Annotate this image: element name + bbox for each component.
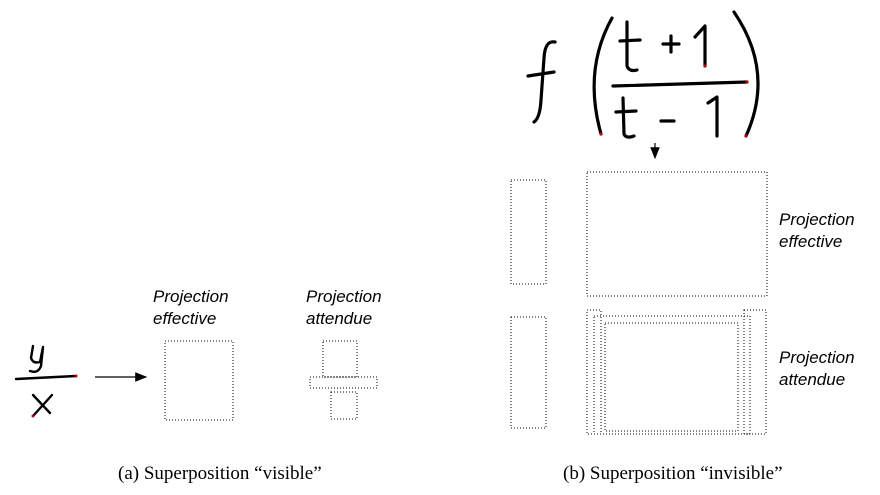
caption-b: (b) Superposition “invisible” [563, 463, 783, 484]
handwritten-y-over-x [14, 344, 78, 418]
handwritten-t-denominator [614, 96, 638, 139]
numerator-box [322, 340, 358, 378]
f-box [510, 316, 547, 429]
handwritten-y [28, 344, 45, 374]
handwritten-plus [661, 34, 681, 54]
stroke-endpoint [31, 414, 35, 418]
fraction-bar-box [309, 376, 378, 389]
label-line: attendue [306, 309, 373, 328]
expected-projection-boxes-a [309, 340, 378, 420]
label-line: Projection [779, 348, 855, 367]
label-expected-projection-b: Projection attendue [779, 347, 855, 391]
fraction-box [604, 322, 739, 432]
handwritten-fraction-bar [14, 374, 78, 381]
handwritten-t-numerator [618, 20, 642, 73]
label-effective-projection-b: Projection effective [779, 209, 855, 253]
effective-projection-boxes-b [510, 171, 768, 297]
stroke-endpoint [744, 134, 748, 138]
fraction-group-box [593, 315, 751, 435]
label-expected-projection-a: Projection attendue [306, 286, 382, 330]
f-box [510, 179, 547, 285]
label-line: Projection [306, 287, 382, 306]
handwritten-one-denominator [706, 95, 719, 138]
label-line: effective [779, 232, 843, 251]
expected-projection-boxes-b [510, 309, 767, 435]
label-line: attendue [779, 370, 846, 389]
effective-projection-box-a [164, 340, 234, 421]
stroke-endpoint [74, 374, 78, 378]
label-line: effective [153, 309, 217, 328]
label-effective-projection-a: Projection effective [153, 286, 229, 330]
denominator-box [330, 391, 358, 420]
merged-parenthesized-box [586, 171, 768, 297]
handwritten-right-paren [732, 10, 760, 138]
label-line: Projection [153, 287, 229, 306]
handwritten-left-paren [592, 16, 614, 136]
handwritten-one-numerator [693, 24, 707, 68]
handwritten-x [31, 393, 54, 418]
stroke-endpoint [703, 64, 707, 68]
caption-a: (a) Superposition “visible” [118, 463, 322, 484]
handwritten-f-expression [526, 10, 760, 139]
handwritten-fraction-bar-b [611, 80, 749, 88]
right-paren-box [743, 309, 767, 435]
label-line: Projection [779, 210, 855, 229]
stroke-endpoint [599, 132, 603, 136]
handwritten-f [526, 40, 557, 124]
stroke-endpoint [745, 80, 749, 84]
